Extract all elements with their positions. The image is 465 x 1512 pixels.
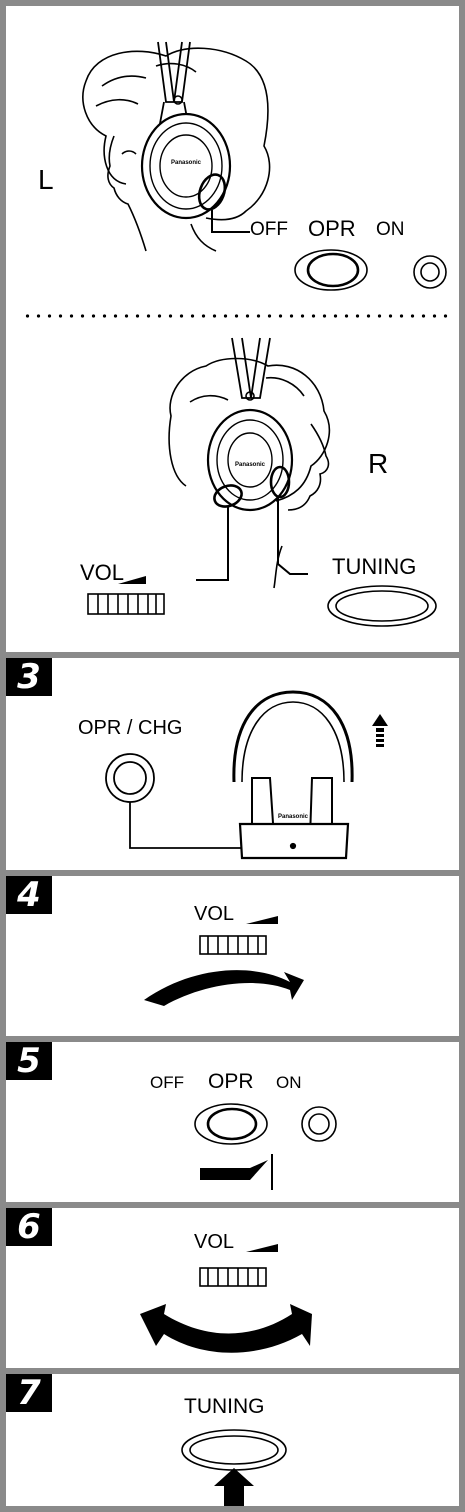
right-head-illustration — [168, 337, 331, 589]
step-4-illustration — [144, 916, 304, 1006]
charger-illustration: Panasonic — [105, 690, 388, 860]
step-4-number: 4 — [6, 876, 52, 914]
dotted-divider — [22, 314, 450, 318]
vol-dial — [199, 1267, 267, 1287]
vol-triangle-icon — [246, 916, 278, 924]
step-5-on-label: ON — [276, 1073, 302, 1092]
right-side-label: R — [368, 448, 389, 479]
step-5-opr-label: OPR — [208, 1070, 254, 1093]
step-7-illustration — [181, 1429, 287, 1506]
step-3-number: 3 — [6, 658, 52, 696]
vol-dial — [87, 593, 165, 615]
headphone-illustrations: Panasonic — [82, 41, 447, 627]
right-earcup-brand: Panasonic — [235, 462, 266, 468]
left-opr-switch — [294, 249, 447, 291]
step-7-tuning-label: TUNING — [184, 1395, 265, 1418]
step-5-panel: 5 OFF OPR ON — [6, 1042, 459, 1202]
off-label: OFF — [250, 219, 288, 240]
step-5-illustration — [194, 1103, 337, 1190]
increase-arrow-icon — [144, 970, 304, 1006]
adjust-both-ways-arrow-icon — [140, 1304, 312, 1353]
opr-switch — [194, 1103, 337, 1145]
lift-up-arrow-icon — [372, 714, 388, 747]
left-head-illustration — [82, 41, 271, 252]
step-5-off-label: OFF — [150, 1073, 184, 1092]
tuning-label: TUNING — [332, 554, 417, 579]
step-3-panel: 3 OPR / CHG Panasonic — [6, 658, 459, 870]
vol-triangle-icon — [246, 1244, 278, 1252]
vol-triangle-icon — [118, 576, 146, 584]
on-label: ON — [376, 219, 405, 240]
charger-brand: Panasonic — [278, 814, 309, 820]
left-earcup-brand: Panasonic — [171, 160, 202, 166]
opr-chg-label: OPR / CHG — [78, 717, 183, 739]
vol-label: VOL — [80, 560, 125, 585]
step-4-vol-label: VOL — [194, 903, 235, 925]
step-6-panel: 6 VOL — [6, 1208, 459, 1368]
step-5-number: 5 — [6, 1042, 52, 1080]
slide-right-arrow-icon — [200, 1154, 273, 1190]
headphone-controls-panel: Panasonic — [6, 6, 459, 652]
step-6-vol-label: VOL — [194, 1231, 235, 1253]
step-4-panel: 4 VOL — [6, 876, 459, 1036]
step-6-number: 6 — [6, 1208, 52, 1246]
vol-dial — [199, 935, 267, 955]
opr-label: OPR — [308, 216, 356, 241]
step-6-illustration — [140, 1244, 312, 1353]
tuning-button — [327, 585, 437, 627]
tuning-button — [181, 1429, 287, 1471]
step-7-number: 7 — [6, 1374, 52, 1412]
step-7-panel: 7 TUNING — [6, 1374, 459, 1506]
left-side-label: L — [38, 164, 54, 195]
press-up-arrow-icon — [214, 1468, 254, 1506]
